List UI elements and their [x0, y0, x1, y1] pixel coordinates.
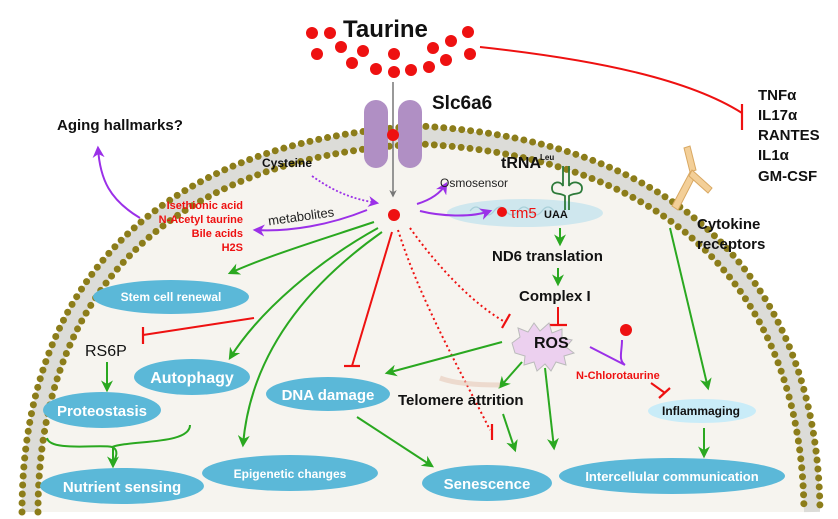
metabolite-bile: Bile acids [192, 228, 243, 240]
inhibition-bar [658, 387, 671, 399]
hallmark-senescence: Senescence [422, 465, 552, 501]
inhibition-bar [501, 313, 511, 329]
transporter-label: Slc6a6 [432, 93, 492, 114]
ros-to-telomere-arrow [498, 361, 523, 389]
n-chlorotaurine-label: N-Chlorotaurine [576, 370, 660, 382]
metabolite-isethionic: Isethionic acid [167, 200, 243, 212]
cytokine-receptors-label-1: Cytokine [697, 216, 760, 233]
mitochondrion [447, 199, 603, 227]
metabolite-h2s: H2S [222, 242, 243, 254]
osmosensor-label: Osmosensor [440, 176, 508, 190]
cytokine-receptors-label-2: receptors [697, 236, 765, 253]
hallmark-intercellular: Intercellular communication [559, 458, 785, 494]
mito-taurine [497, 207, 507, 217]
hallmark-nutrient-sensing: Nutrient sensing [40, 468, 204, 504]
taurine-molecules [306, 26, 476, 78]
taurine-inhibits-dna-damage [351, 231, 393, 367]
ros-to-dna-damage-arrow [384, 341, 503, 377]
cysteine-label: Cysteine [262, 156, 312, 170]
hallmark-nutrient-label: Nutrient sensing [63, 479, 181, 496]
hallmark-proteostasis: Proteostasis [43, 392, 161, 428]
nd6-translation-label: ND6 translation [492, 248, 603, 265]
trna-cloverleaf-icon [551, 166, 583, 210]
telomere-chromosome-icon [439, 375, 501, 388]
hallmark-stem-cell-label: Stem cell renewal [121, 290, 222, 304]
taurine-inhibits-cytokines [479, 46, 743, 114]
cytokine-rantes: RANTES [758, 127, 820, 144]
cysteine-arrow [311, 175, 380, 207]
cytokine-il1: IL1α [758, 147, 790, 164]
hallmark-epigenetic-label: Epigenetic changes [234, 467, 347, 481]
ros-to-senescence-arrow [544, 367, 559, 451]
cytokine-tnf: TNFα [758, 87, 797, 104]
intracellular-taurine [388, 209, 400, 221]
cytokine-list: TNFα IL17α RANTES IL1α GM-CSF [758, 87, 820, 185]
hallmark-proteostasis-label: Proteostasis [57, 403, 147, 420]
complex-i-label: Complex I [519, 288, 591, 305]
trna-codon: UAA [544, 209, 568, 221]
taurine-to-epigenetic-arrow [237, 231, 383, 448]
trna-label: tRNA [501, 155, 541, 172]
taurine-to-stem-red-inhibit [142, 317, 255, 336]
ros-label: ROS [534, 335, 569, 352]
trna-modification: τm5 [510, 205, 537, 222]
taurine-title: Taurine [343, 16, 428, 43]
cytoplasm [30, 135, 812, 512]
hallmark-dna-damage: DNA damage [266, 377, 390, 411]
cytokine-il17: IL17α [758, 107, 798, 124]
metabolites-arrow [252, 209, 368, 237]
ros-chlorination-link [589, 339, 626, 366]
hallmark-stem-cell: Stem cell renewal [93, 280, 249, 314]
receptor-to-inflammaging-arrow [669, 227, 712, 391]
rs6p-label: RS6P [85, 343, 127, 360]
hallmark-senescence-label: Senescence [444, 476, 531, 493]
n-chlorotaurine-inhibits-inflammaging [650, 382, 666, 394]
trna-superscript: Leu [540, 153, 554, 162]
hallmark-autophagy: Autophagy [134, 359, 250, 395]
taurine-to-autophagy-arrow [228, 227, 379, 361]
metabolite-n-acetyl: N-Acetyl taurine [159, 214, 243, 226]
hallmark-dna-damage-label: DNA damage [282, 387, 375, 404]
metabolites-to-aging-arrow [92, 145, 141, 219]
hallmark-autophagy-label: Autophagy [150, 370, 234, 387]
osmosensor-arrow [416, 181, 448, 205]
metabolite-list: Isethionic acid N-Acetyl taurine Bile ac… [159, 200, 243, 254]
hallmark-epigenetic: Epigenetic changes [202, 455, 378, 491]
telomere-to-senescence-arrow [502, 413, 518, 453]
ros-burst [511, 322, 576, 372]
taurine-inhibits-senescence [397, 229, 491, 431]
telomere-attrition-label: Telomere attrition [398, 392, 524, 409]
taurine-to-stem-cell-arrow [227, 221, 375, 275]
taurine-to-mito-arrow [419, 208, 493, 220]
hallmark-intercellular-label: Intercellular communication [585, 469, 758, 484]
cytokine-receptor-icon [671, 145, 713, 211]
aging-hallmarks-label: Aging hallmarks? [57, 117, 183, 134]
dna-damage-to-senescence-arrow [356, 416, 435, 468]
cytokine-gmcsf: GM-CSF [758, 168, 817, 185]
membrane-inner-layer [34, 140, 808, 516]
inflammaging-label: Inflammaging [662, 404, 740, 418]
n-chlorotaurine-taurine [620, 324, 632, 336]
inflammaging-oval [648, 399, 756, 423]
slc6a6-transporter [364, 82, 422, 198]
